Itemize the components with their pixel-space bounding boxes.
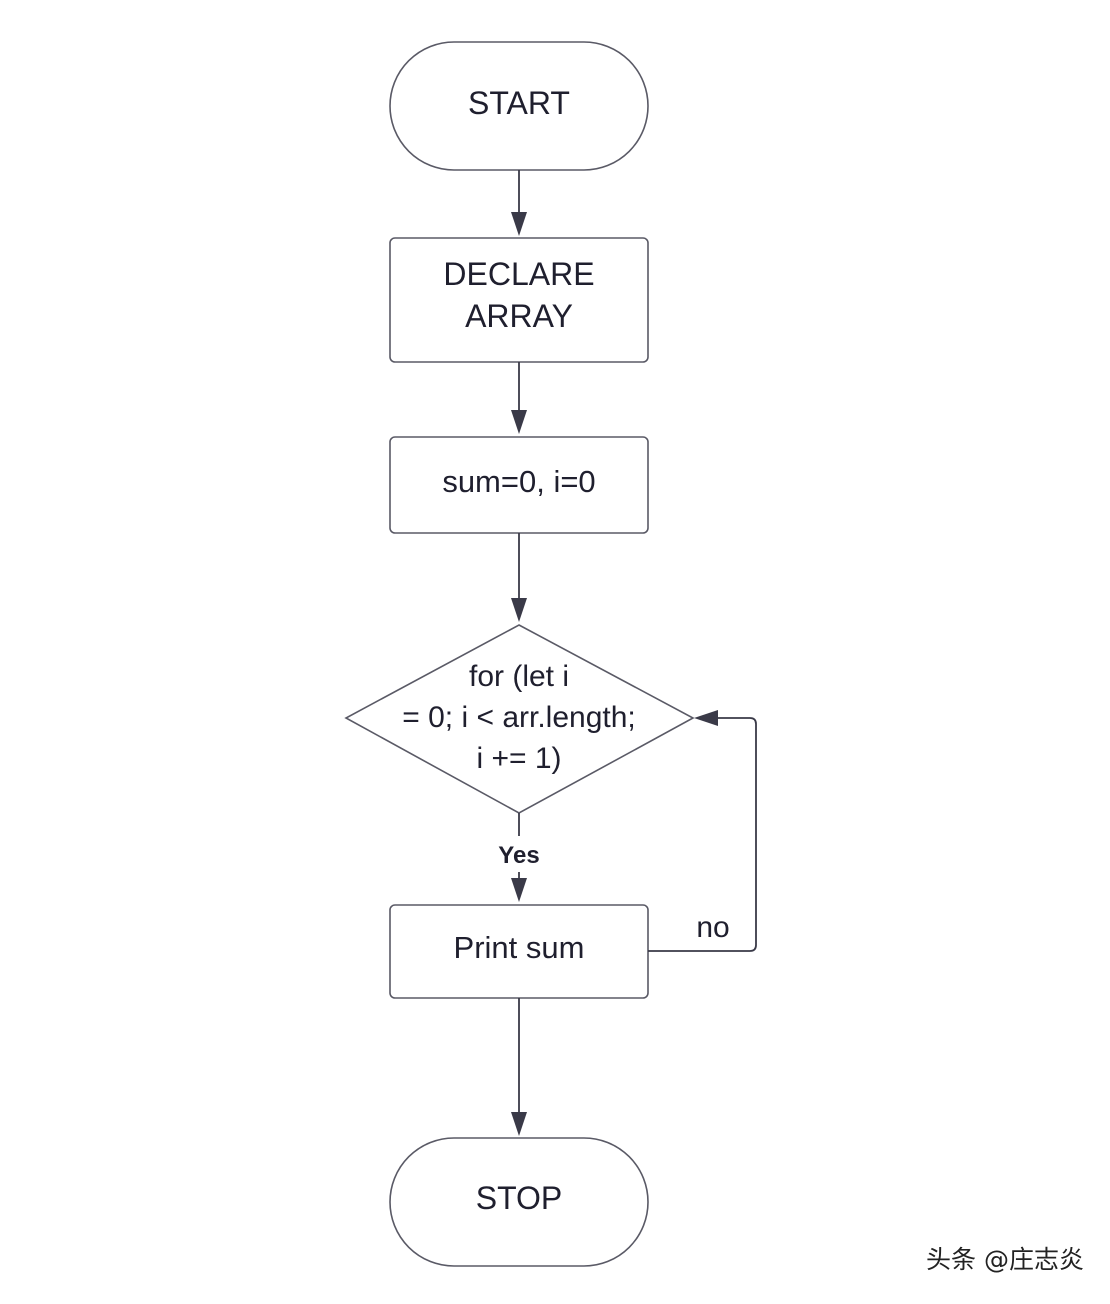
declare-array-label-line2: ARRAY bbox=[465, 298, 573, 334]
loop-decision-label-line1: for (let i bbox=[469, 660, 569, 693]
arrowhead bbox=[694, 710, 718, 726]
stop-node-label: STOP bbox=[476, 1180, 563, 1216]
edge-declare-to-init bbox=[511, 362, 527, 434]
declare-array-node[interactable]: DECLARE ARRAY bbox=[389, 237, 649, 363]
arrowhead bbox=[511, 598, 527, 622]
print-sum-node[interactable]: Print sum bbox=[389, 904, 649, 999]
init-node-label: sum=0, i=0 bbox=[442, 464, 595, 499]
arrowhead bbox=[511, 410, 527, 434]
edge-print-to-stop bbox=[511, 998, 527, 1136]
print-sum-label: Print sum bbox=[454, 930, 585, 965]
arrowhead bbox=[511, 878, 527, 902]
loop-decision-label-line2: = 0; i < arr.length; bbox=[402, 701, 635, 734]
stop-node-shape bbox=[389, 1137, 649, 1267]
init-node[interactable]: sum=0, i=0 bbox=[389, 436, 649, 534]
start-node[interactable]: START bbox=[389, 41, 649, 171]
arrowhead bbox=[511, 1112, 527, 1136]
edge-loop-to-print-yes: Yes bbox=[498, 813, 540, 902]
edge-start-to-declare bbox=[511, 170, 527, 236]
watermark-text: 头条 @庄志炎 bbox=[926, 1245, 1084, 1274]
loop-decision-node[interactable]: for (let i = 0; i < arr.length; i += 1) bbox=[344, 624, 695, 814]
declare-array-label-line1: DECLARE bbox=[443, 256, 594, 292]
start-node-label: START bbox=[468, 85, 570, 121]
edge-print-to-loop-no: no bbox=[648, 710, 757, 952]
loop-decision-label-line3: i += 1) bbox=[476, 742, 561, 775]
edge-init-to-loop bbox=[511, 533, 527, 622]
yes-label: Yes bbox=[498, 842, 539, 869]
arrowhead bbox=[511, 212, 527, 236]
loop-back-line bbox=[648, 717, 757, 952]
stop-node[interactable]: STOP bbox=[389, 1137, 649, 1267]
no-label: no bbox=[696, 911, 729, 944]
